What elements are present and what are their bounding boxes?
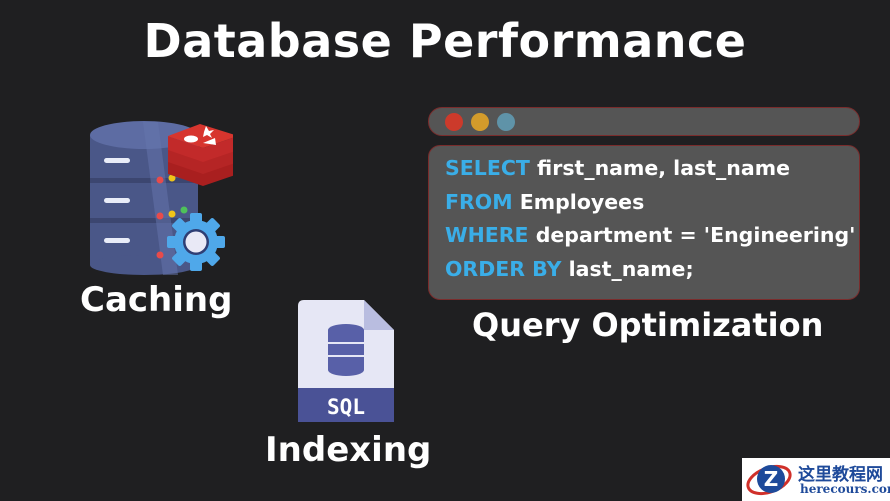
code-line: WHERE department = 'Engineering' <box>445 219 859 253</box>
gear-icon <box>167 213 225 271</box>
sql-keyword: FROM <box>445 189 513 214</box>
yellow-window-dot <box>471 113 489 131</box>
sql-keyword: WHERE <box>445 223 529 247</box>
sql-keyword: SELECT <box>445 156 530 180</box>
sql-text: department = 'Engineering' <box>528 223 856 247</box>
red-window-dot <box>445 113 463 131</box>
sql-file-icon: SQL <box>298 300 394 422</box>
redis-icon <box>168 124 233 186</box>
caching-label: Caching <box>80 280 233 320</box>
sql-text: first_name, last_name <box>529 156 790 180</box>
code-line: ORDER BY last_name; <box>445 253 859 287</box>
z-logo-icon: Z <box>746 464 792 496</box>
code-line: SELECT first_name, last_name <box>445 152 859 186</box>
sql-keyword: ORDER BY <box>445 256 562 281</box>
watermark-url: herecours.com <box>800 482 890 496</box>
sql-text: last_name; <box>561 256 694 281</box>
page-title: Database Performance <box>143 14 747 68</box>
indexing-label: Indexing <box>265 430 432 470</box>
query-optimization-label: Query Optimization <box>472 306 824 344</box>
database-icon <box>328 324 364 376</box>
svg-text:Z: Z <box>764 467 779 491</box>
watermark-cn: 这里教程网 <box>798 465 883 485</box>
window-titlebar <box>428 107 860 136</box>
sql-code-block: SELECT first_name, last_name FROM Employ… <box>428 145 860 300</box>
blue-window-dot <box>497 113 515 131</box>
sql-file-label: SQL <box>327 395 365 419</box>
code-line: FROM Employees <box>445 186 859 220</box>
database-cache-icon <box>90 121 233 275</box>
sql-text: Employees <box>512 189 645 214</box>
watermark-logo: Z 这里教程网 herecours.com <box>742 458 890 501</box>
